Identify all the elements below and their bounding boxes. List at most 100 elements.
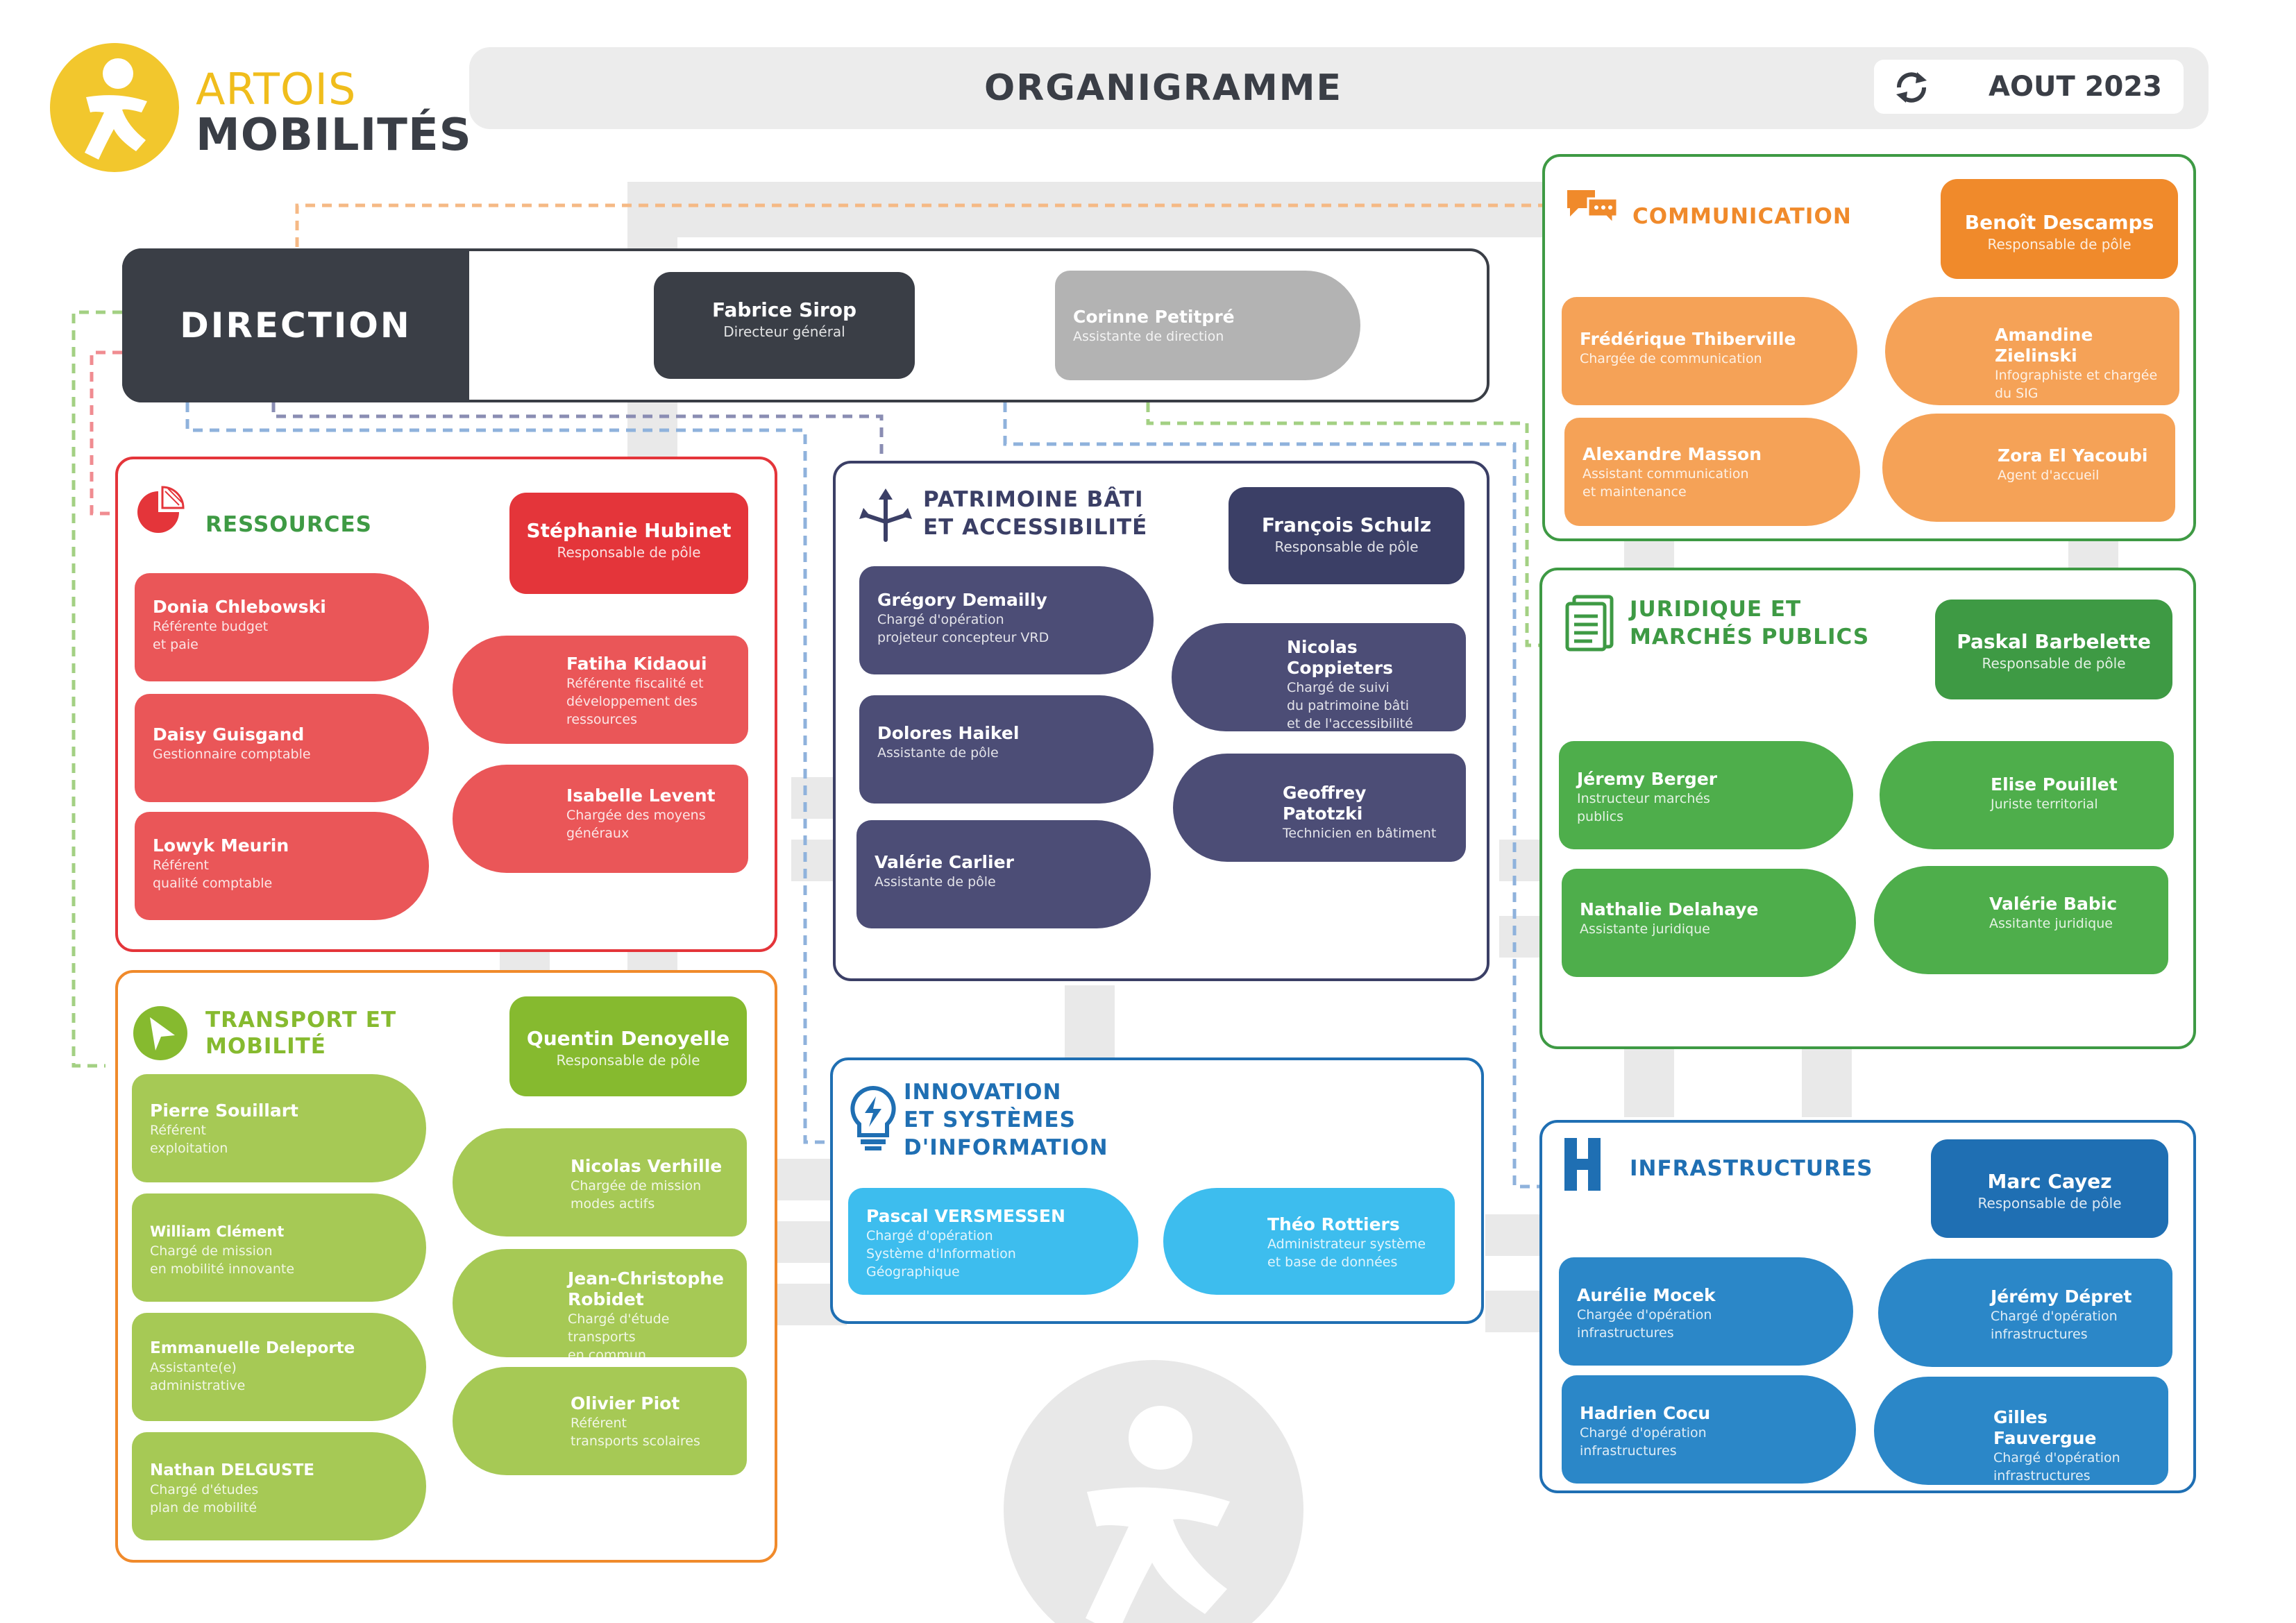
person-card: Zora El Yacoubi Agent d'accueil — [1882, 414, 2175, 522]
head-card: Benoît Descamps Responsable de pôle — [1941, 179, 2178, 279]
watermark-logo — [1004, 1360, 1303, 1623]
person-role: Technicien en bâtiment — [1283, 826, 1437, 841]
person-role: Chargé d'opération infrastructures — [1991, 1309, 2118, 1342]
person-name: Geoffrey Patotzki — [1283, 783, 1367, 824]
person-role: Assitante juridique — [1989, 916, 2113, 931]
person-card: Geoffrey Patotzki Technicien en bâtiment — [1173, 754, 1466, 862]
head-card: Stéphanie Hubinet Responsable de pôle — [509, 493, 748, 594]
person-card: Elise Pouillet Juriste territorial — [1880, 741, 2174, 849]
navigation-arrow-icon — [132, 1005, 189, 1062]
date-box — [1874, 60, 2184, 114]
pie-chart-icon — [135, 486, 185, 536]
person-card: William Clément Chargé de mission en mob… — [132, 1193, 426, 1302]
chat-bubbles-icon — [1564, 186, 1620, 228]
person-role: Chargée des moyens généraux — [566, 808, 706, 841]
person-name: Paskal Barbelette — [1957, 630, 2151, 653]
connector-right-vertical-4 — [1802, 1048, 1852, 1117]
person-name: Alexandre Masson — [1582, 444, 1762, 464]
person-role: Chargé d'opération projeteur concepteur … — [877, 612, 1049, 645]
person-role: Référente budget et paie — [153, 619, 269, 652]
person-role: Juriste territorial — [1991, 797, 2098, 812]
person-role: Référent transports scolaires — [571, 1416, 700, 1449]
section-title: COMMUNICATION — [1632, 204, 1852, 229]
person-role: Chargée de mission modes actifs — [571, 1178, 702, 1212]
road-icon — [1562, 1137, 1603, 1192]
document-icon — [1564, 594, 1617, 652]
person-role: Chargé d'opération infrastructures — [1580, 1425, 1707, 1459]
person-role: Assistant communication et maintenance — [1582, 466, 1749, 500]
connector-bottom-right-1 — [1485, 1214, 1548, 1256]
direction-assistant-card: Corinne Petitpré Assistante de direction — [1055, 271, 1360, 380]
person-card: Pierre Souillart Référent exploitation — [132, 1074, 426, 1182]
connector-top-horizontal — [627, 182, 1558, 237]
person-name: Aurélie Mocek — [1577, 1285, 1716, 1305]
person-name: William Clément — [150, 1223, 285, 1240]
person-card: Nathan DELGUSTE Chargé d'études plan de … — [132, 1432, 426, 1540]
person-card: Alexandre Masson Assistant communication… — [1564, 418, 1860, 526]
section-title-line1: PATRIMOINE BÂTI — [923, 487, 1144, 512]
person-role: Chargé d'opération infrastructures — [1993, 1450, 2120, 1484]
person-role: Référente fiscalité et développement des… — [566, 676, 704, 727]
person-name: Fatiha Kidaoui — [566, 654, 707, 674]
person-role: Assistante juridique — [1580, 921, 1710, 937]
person-name: Lowyk Meurin — [153, 835, 289, 856]
person-name: Elise Pouillet — [1991, 774, 2118, 794]
person-role: Assistante de direction — [1073, 329, 1224, 344]
page-title: ORGANIGRAMME — [984, 67, 1343, 109]
person-role: Responsable de pôle — [1977, 1195, 2122, 1212]
person-card: Gilles Fauvergue Chargé d'opération infr… — [1874, 1377, 2168, 1485]
person-role: Assistante de pôle — [875, 874, 996, 890]
person-card: Frédérique Thiberville Chargée de commun… — [1562, 297, 1857, 405]
person-card: Isabelle Levent Chargée des moyens génér… — [453, 765, 748, 873]
connector-right-horizontal-1 — [1499, 840, 1541, 881]
person-name: Valérie Babic — [1989, 894, 2118, 914]
section-title-line1: TRANSPORT ET — [205, 1008, 397, 1033]
person-name: Jean-Christophe Robidet — [568, 1268, 724, 1309]
person-role: Responsable de pôle — [557, 544, 701, 561]
person-role: Référent exploitation — [150, 1123, 228, 1156]
person-name: Grégory Demailly — [877, 590, 1047, 610]
person-role: Agent d'accueil — [1998, 468, 2100, 483]
logo-text-mobilites: MOBILITÉS — [196, 110, 472, 161]
connector-right-vertical-3 — [1624, 1048, 1674, 1117]
person-name: Gilles Fauvergue — [1993, 1407, 2097, 1448]
person-role: Assistante de pôle — [877, 745, 999, 760]
person-name: Emmanuelle Deleporte — [150, 1339, 355, 1357]
person-name: Valérie Carlier — [875, 852, 1014, 872]
person-card: Valérie Babic Assitante juridique — [1874, 866, 2168, 974]
person-name: Stéphanie Hubinet — [526, 519, 732, 542]
header-date: AOUT 2023 — [1989, 71, 2162, 103]
arrows-split-icon — [858, 487, 913, 543]
section-title-line2: MOBILITÉ — [205, 1034, 326, 1059]
person-name: Benoît Descamps — [1964, 211, 2154, 234]
person-card: Daisy Guisgand Gestionnaire comptable — [135, 694, 429, 802]
refresh-icon — [1892, 68, 1931, 107]
person-role: Assistante(e) administrative — [150, 1360, 246, 1393]
person-name: Daisy Guisgand — [153, 724, 305, 745]
head-card: Paskal Barbelette Responsable de pôle — [1935, 600, 2172, 699]
person-card: Aurélie Mocek Chargée d'opération infras… — [1559, 1257, 1853, 1366]
section-title-line2: MARCHÉS PUBLICS — [1630, 624, 1870, 649]
person-card: Théo Rottiers Administrateur système et … — [1163, 1188, 1455, 1295]
connector-right-horizontal-2 — [1499, 916, 1541, 958]
person-name: Jéremy Berger — [1577, 769, 1718, 789]
person-name: Isabelle Levent — [566, 785, 716, 806]
person-card: Jéremy Berger Instructeur marchés public… — [1559, 741, 1853, 849]
person-name: Amandine Zielinski — [1995, 325, 2093, 366]
person-name: Frédérique Thiberville — [1580, 329, 1796, 349]
logo-text-artois: ARTOIS — [196, 64, 357, 114]
section-title-line1: JURIDIQUE ET — [1630, 597, 1802, 622]
person-name: Quentin Denoyelle — [526, 1027, 730, 1050]
person-name: Dolores Haikel — [877, 723, 1020, 743]
person-name: Pierre Souillart — [150, 1101, 299, 1121]
person-card: Donia Chlebowski Référente budget et pai… — [135, 573, 429, 681]
person-card: Nathalie Delahaye Assistante juridique — [1562, 869, 1856, 977]
person-role: Chargée de communication — [1580, 351, 1762, 366]
person-role: Gestionnaire comptable — [153, 747, 311, 762]
person-role: Infographiste et chargée du SIG — [1995, 368, 2158, 401]
person-role: Instructeur marchés publics — [1577, 791, 1710, 824]
section-title-line2: ET SYSTÈMES — [904, 1107, 1076, 1132]
person-name: Jérémy Dépret — [1991, 1286, 2132, 1307]
person-name: Nathalie Delahaye — [1580, 899, 1759, 919]
